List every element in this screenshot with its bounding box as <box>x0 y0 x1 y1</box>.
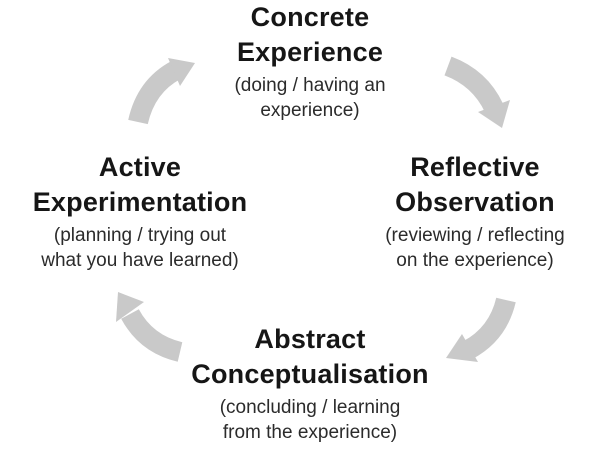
arrow-active-to-concrete <box>128 58 195 125</box>
arrow-reflective-to-abstract <box>446 297 516 362</box>
arrow-head-icon <box>116 292 144 322</box>
stage-reflective-observation: Reflective Observation (reviewing / refl… <box>350 150 600 273</box>
stage-title-line: Reflective <box>410 152 540 182</box>
stage-description-line: experience) <box>260 100 360 121</box>
stage-description-line: what you have learned) <box>41 250 239 271</box>
stage-description-line: (reviewing / reflecting <box>385 225 565 246</box>
stage-title-line: Observation <box>395 187 555 217</box>
stage-description: (doing / having an experience) <box>180 73 440 123</box>
arrow-head-icon <box>478 100 510 128</box>
stage-description: (reviewing / reflecting on the experienc… <box>350 223 600 273</box>
stage-concrete-experience: Concrete Experience (doing / having an e… <box>180 0 440 123</box>
arrow-shaft <box>121 308 183 362</box>
stage-active-experimentation: Active Experimentation (planning / tryin… <box>10 150 270 273</box>
stage-title-line: Conceptualisation <box>191 359 429 389</box>
stage-description-line: (doing / having an <box>234 75 386 96</box>
stage-abstract-conceptualisation: Abstract Conceptualisation (concluding /… <box>150 322 470 445</box>
stage-title-line: Concrete <box>250 2 370 32</box>
arrow-abstract-to-active <box>116 292 183 362</box>
stage-description-line: on the experience) <box>396 250 554 271</box>
stage-description-line: (planning / trying out <box>53 225 227 246</box>
arrow-shaft <box>128 61 182 125</box>
arrow-head-icon <box>446 334 478 362</box>
stage-title-line: Experimentation <box>32 187 248 217</box>
arrow-shaft <box>462 297 516 359</box>
arrow-head-icon <box>168 58 195 86</box>
stage-description-line: (concluding / learning <box>219 397 401 418</box>
stage-description-line: from the experience) <box>222 422 398 443</box>
stage-title-line: Active <box>98 152 182 182</box>
arrow-concrete-to-reflective <box>444 56 510 128</box>
stage-description: (planning / trying out what you have lea… <box>10 223 270 273</box>
stage-title-line: Abstract <box>254 324 366 354</box>
arrow-shaft <box>444 56 504 113</box>
stage-description: (concluding / learning from the experien… <box>150 395 470 445</box>
stage-title-line: Experience <box>236 37 384 67</box>
